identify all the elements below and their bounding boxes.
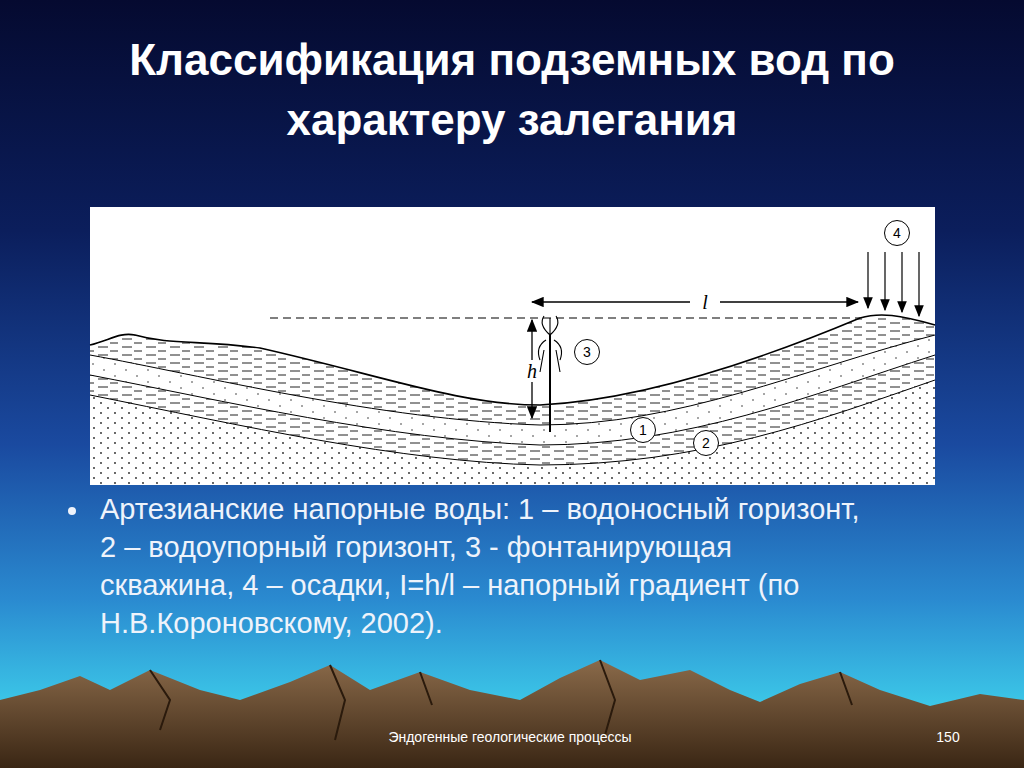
geology-section (90, 252, 935, 485)
mountain-ridges (150, 660, 852, 740)
bullet-dot (68, 507, 76, 515)
diagram-panel (90, 207, 935, 485)
callout-number: 3 (583, 344, 591, 360)
page-number: 150 (936, 729, 959, 745)
callout-circle: 3 (574, 339, 600, 365)
callout-number: 4 (893, 225, 901, 241)
footer-text: Эндогенные геологические процессы (388, 729, 631, 745)
callout-circle: 4 (884, 220, 910, 246)
callout-circle: 2 (693, 430, 719, 456)
length-symbol: l (700, 292, 710, 312)
caption-text: Артезианские напорные воды: 1 – водоносн… (100, 490, 870, 642)
callout-number: 2 (702, 435, 710, 451)
head-symbol: h (525, 361, 539, 381)
callout-circle: 1 (630, 417, 656, 443)
mountain-range (0, 660, 1024, 768)
slide-title: Классификация подземных вод по характеру… (50, 30, 974, 150)
callout-number: 1 (639, 422, 647, 438)
